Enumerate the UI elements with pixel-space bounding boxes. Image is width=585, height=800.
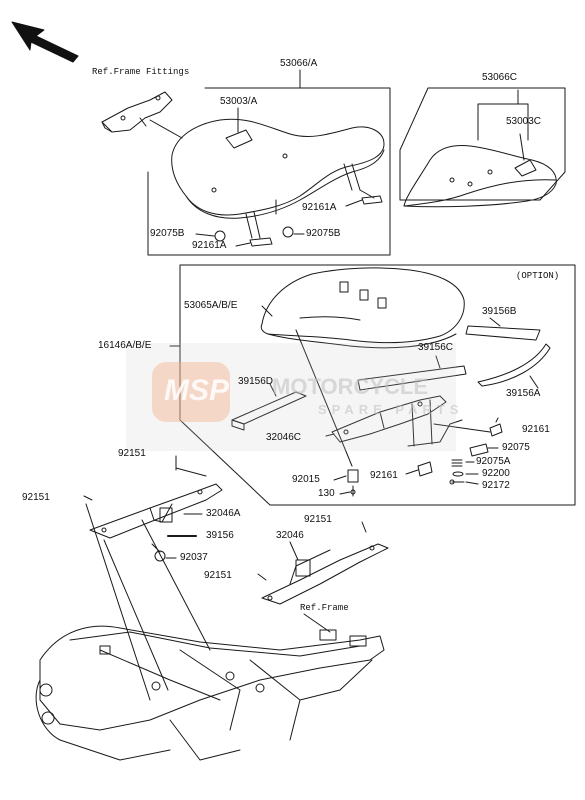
leader-130 (339, 491, 351, 495)
label-ref-frame-fittings: Ref.Frame Fittings (92, 67, 190, 77)
label-92151-c: 92151 (304, 514, 332, 525)
leader-32046 (289, 541, 299, 561)
watermark-line2: SPARE PARTS (318, 402, 464, 417)
label-option: (OPTION) (516, 271, 560, 281)
leader-92151-c (361, 521, 367, 533)
label-92037: 92037 (180, 552, 208, 563)
label-39156a: 39156A (506, 388, 541, 399)
front-arrow-icon (11, 21, 79, 63)
leader-53065 (261, 305, 273, 317)
label-92151-d: 92151 (204, 570, 232, 581)
label-53003c: 53003C (506, 116, 542, 127)
frame-part (35, 625, 385, 761)
label-92200: 92200 (482, 468, 510, 479)
leader-92161a-right (345, 199, 363, 207)
leader-92037a (151, 543, 161, 553)
strip-39156b (465, 325, 541, 341)
label-92161-mid: 92161 (370, 470, 398, 481)
leader-92161a-bottom (235, 242, 251, 247)
leader-92161-right (433, 423, 491, 433)
bracket-32046c-part (331, 395, 463, 447)
seat-c-box (399, 87, 566, 201)
option-box (179, 264, 576, 506)
leader-long-2 (103, 539, 169, 691)
watermark-badge-text: MSP (164, 374, 230, 407)
label-130: 130 (318, 488, 335, 499)
leader-92161-mid (405, 469, 419, 475)
label-92015: 92015 (292, 474, 320, 485)
label-92075a: 92075A (476, 456, 511, 467)
leader-92075b-left (195, 233, 215, 237)
leader-frame-fittings (149, 119, 183, 139)
seat-a-part (171, 118, 385, 247)
leader-cowl-to-bracket (295, 329, 353, 467)
label-32046c: 32046C (266, 432, 302, 443)
label-16146: 16146A/B/E (98, 340, 152, 351)
label-39156d: 39156D (238, 376, 274, 387)
label-92172: 92172 (482, 480, 510, 491)
label-39156c: 39156C (418, 342, 454, 353)
leader-92151-d (257, 573, 267, 581)
label-92161a-bottom: 92161A (192, 240, 227, 251)
leader-39156a (529, 375, 539, 389)
leader-long-1 (85, 503, 151, 701)
clamp-92037 (154, 550, 166, 562)
label-39156: 39156 (206, 530, 234, 541)
watermark (126, 343, 456, 451)
leader-53066c-bracket (477, 103, 529, 141)
label-39156b: 39156B (482, 306, 517, 317)
nut-92015-part (347, 469, 359, 497)
label-92151-b: 92151 (22, 492, 50, 503)
bracket-32046a-part (89, 467, 223, 539)
label-92161a-right: 92161A (302, 202, 337, 213)
fasteners-right (417, 417, 503, 485)
leader-92172 (465, 481, 479, 485)
label-92075: 92075 (502, 442, 530, 453)
label-ref-frame: Ref.Frame (300, 603, 349, 613)
leader-ref-frame (303, 613, 331, 633)
label-32046: 32046 (276, 530, 304, 541)
leader-39156b (489, 317, 501, 327)
leader-long-3 (141, 519, 211, 651)
label-92161-right: 92161 (522, 424, 550, 435)
leader-39156d (269, 383, 277, 397)
label-92075b-right: 92075B (306, 228, 341, 239)
label-32046a: 32046A (206, 508, 241, 519)
frame-fittings-part (101, 91, 173, 133)
label-53065: 53065A/B/E (184, 300, 238, 311)
leader-92151-b (83, 495, 93, 501)
leader-39156c (435, 355, 441, 369)
label-53066c: 53066C (482, 72, 518, 83)
seat-cowl-part (260, 267, 465, 349)
strip-39156c (357, 365, 467, 391)
watermark-badge (152, 362, 230, 422)
leader-53003c (519, 133, 525, 161)
label-92151-a: 92151 (118, 448, 146, 459)
bracket-32046-part (261, 543, 389, 605)
label-53003a: 53003/A (220, 96, 258, 107)
label-53066a: 53066/A (280, 58, 318, 69)
strip-39156a (477, 343, 551, 387)
seat-a-box (147, 87, 391, 256)
leader-92015 (333, 475, 347, 481)
watermark-line1: MOTORCYCLE (272, 374, 429, 399)
leader-32046c (325, 433, 335, 437)
seat-c-part (403, 145, 557, 208)
label-92075b-left: 92075B (150, 228, 185, 239)
